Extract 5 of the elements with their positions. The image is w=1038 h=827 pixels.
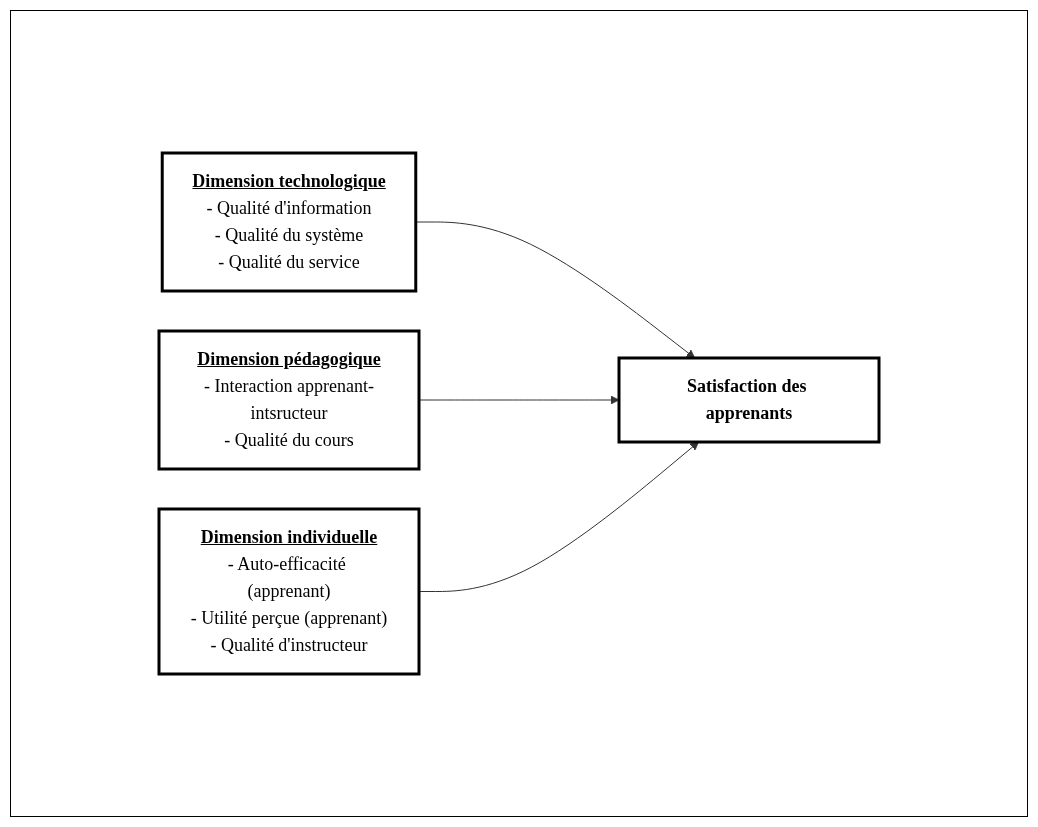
node-box: Satisfaction des apprenants [617, 356, 881, 444]
node-box: Dimension technologique - Qualité d'information - Qualité du système - Qualité du service [160, 151, 418, 293]
node-box: Dimension individuelle - Auto-efficacité (apprenant) - Utilité perçue (apprenant) - Qualité d'instructeur [157, 507, 421, 676]
arrow [415, 221, 696, 359]
node-box: Dimension pédagogique - Interaction apprenant-intsructeur - Qualité du cours [157, 329, 421, 471]
